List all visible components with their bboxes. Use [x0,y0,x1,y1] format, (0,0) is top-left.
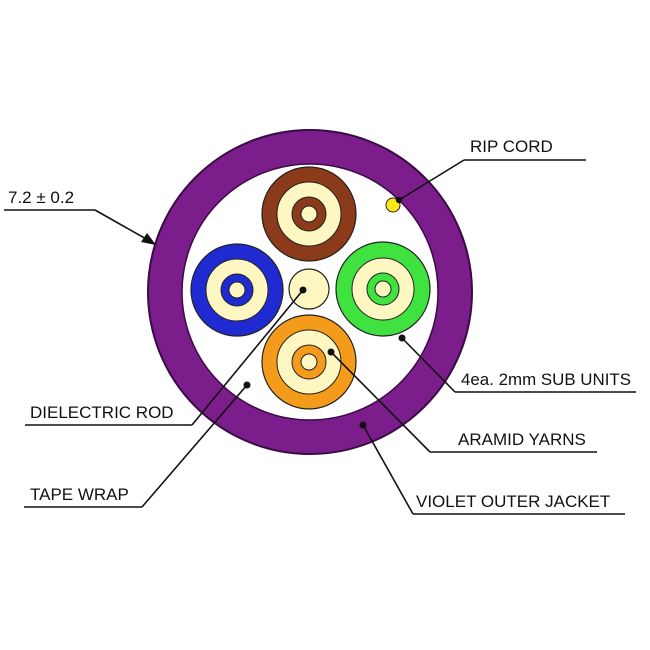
aramid-yarns-callout: ARAMID YARNS [327,348,597,453]
brown-sub-unit-fiber [300,205,318,223]
dielectric-rod [288,268,330,310]
orange-sub-unit-fiber [300,353,318,371]
outer-jacket-label: VIOLET OUTER JACKET [416,492,610,511]
tape-wrap-callout: TAPE WRAP [24,381,251,508]
outer-jacket-callout: VIOLET OUTER JACKET [359,421,625,515]
dielectric-rod-callout: DIELECTRIC ROD [25,286,307,426]
diameter-callout: 7.2 ± 0.2 [4,188,156,245]
tape-wrap-leader-line [141,384,248,508]
diameter-arrowhead [141,233,156,245]
sub-units-label: 4ea. 2mm SUB UNITS [461,370,631,389]
dielectric-rod-label: DIELECTRIC ROD [30,403,174,422]
green-sub-unit-fiber [374,280,392,298]
tape-wrap-label: TAPE WRAP [30,485,129,504]
rip-cord-label: RIP CORD [470,137,553,156]
blue-sub-unit-fiber [228,281,246,299]
dielectric-rod-leader-dot [299,286,307,294]
rip-cord-leader-line [398,159,465,201]
orange-sub-unit [261,314,357,410]
rip-cord-callout: RIP CORD [395,137,586,204]
rip-cord-leader-dot [395,196,403,204]
aramid-yarns-label: ARAMID YARNS [458,430,586,449]
diameter-label: 7.2 ± 0.2 [8,188,74,207]
brown-sub-unit [261,166,357,262]
aramid-yarns-leader-line [330,351,431,453]
diameter-leader-line [94,209,149,241]
blue-sub-unit [190,243,284,337]
outer-jacket-leader-line [362,424,414,515]
dielectric-rod-leader-line [191,289,304,426]
green-sub-unit [335,241,431,337]
outer-jacket-leader-dot [359,421,367,429]
sub-units-leader-line [401,337,456,393]
aramid-yarns-leader-dot [327,348,335,356]
tape-wrap-leader-dot [243,381,251,389]
sub-units-leader-dot [398,334,406,342]
sub-units-callout: 4ea. 2mm SUB UNITS [398,334,636,393]
